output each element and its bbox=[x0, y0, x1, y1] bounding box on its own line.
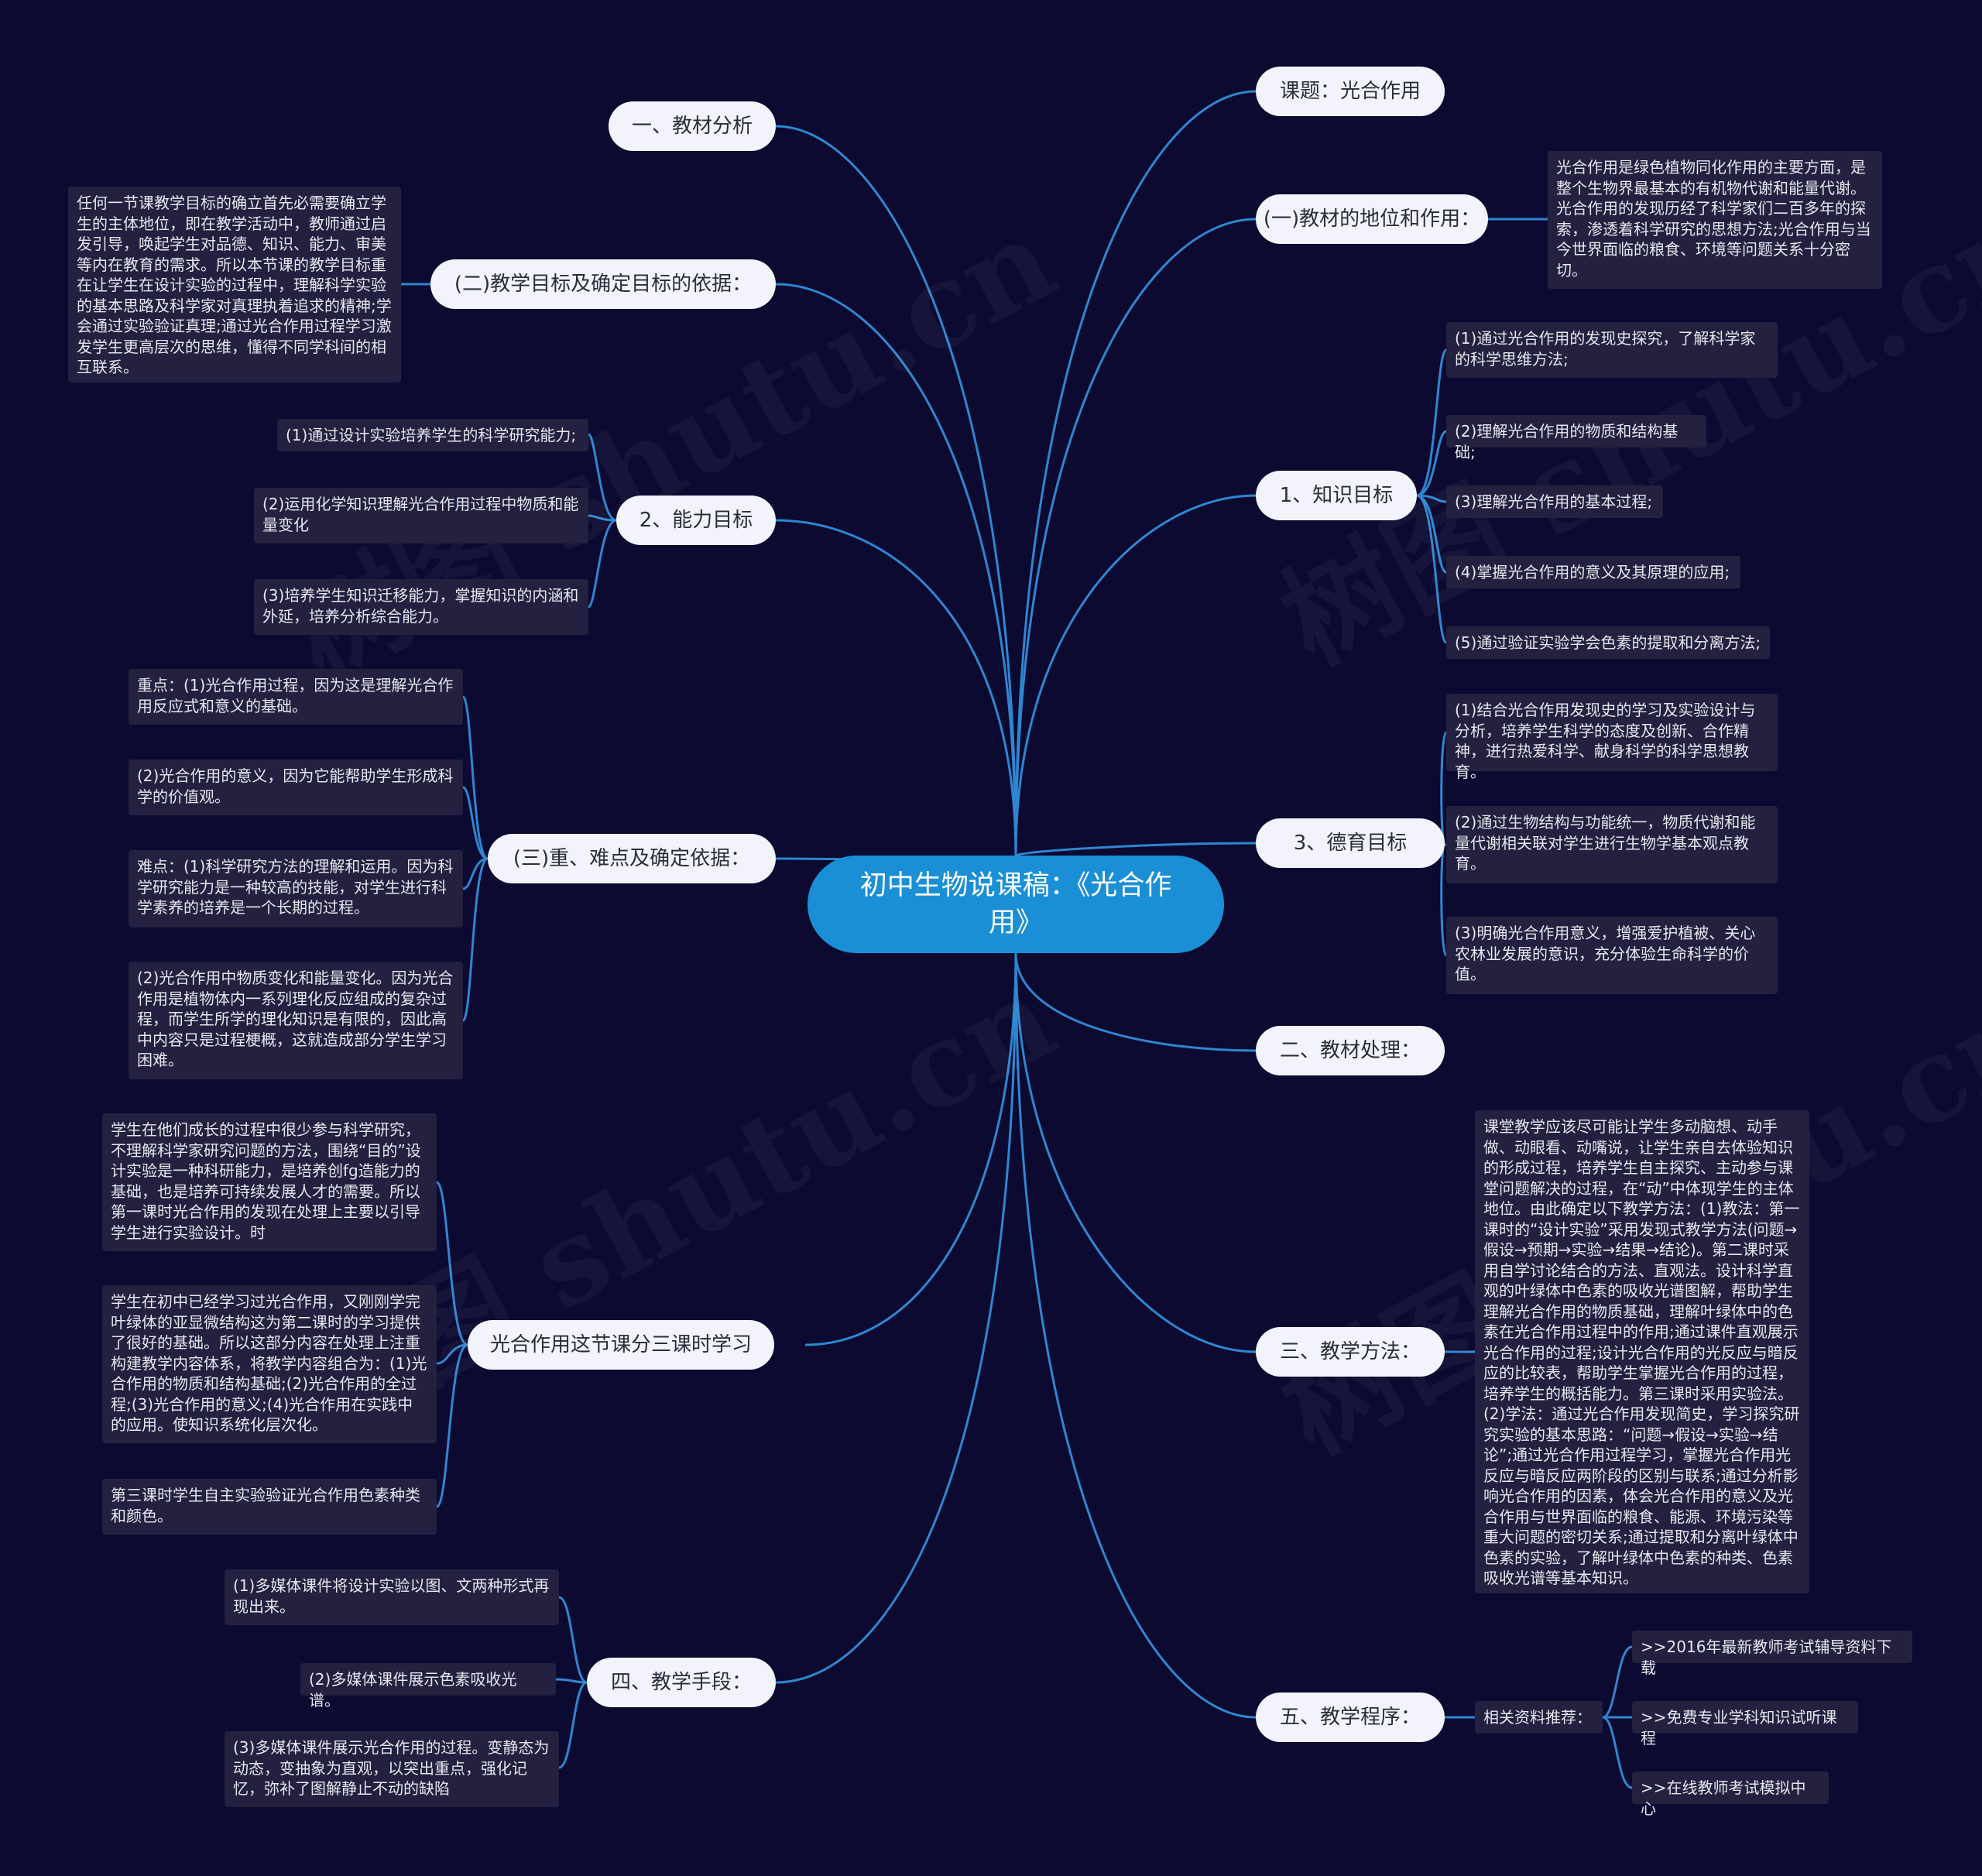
link-nengli-2 bbox=[588, 514, 617, 522]
link-ks-1 bbox=[435, 1181, 468, 1346]
root-topic[interactable]: 初中生物说课稿：《光合作用》 bbox=[808, 856, 1224, 953]
leaf-zhongnan-3: 难点：(1)科学研究方法的理解和运用。因为科学研究能力是一种较高的技能，对学生进… bbox=[129, 850, 463, 928]
link-shiting-kecheng[interactable]: >>免费专业学科知识试听课程 bbox=[1632, 1701, 1858, 1747]
leaf-deyu-1: (1)结合光合作用发现史的学习及实验设计与分析，培养学生科学的态度及创新、合作精… bbox=[1446, 694, 1778, 781]
link-keti bbox=[1014, 90, 1257, 856]
link-zs-2 bbox=[1416, 430, 1447, 497]
branch-diwei-zuoyong[interactable]: (一)教材的地位和作用： bbox=[1256, 194, 1488, 244]
link-zn-4 bbox=[461, 857, 489, 1022]
link-sd-1 bbox=[558, 1596, 588, 1684]
leaf-shouduan-3: (3)多媒体课件展示光合作用的过程。变静态为动态，变抽象为直观，以突出重点，强化… bbox=[225, 1731, 559, 1807]
leaf-shouduan-2: (2)多媒体课件展示色素吸收光谱。 bbox=[300, 1663, 556, 1710]
link-kaoshi-ziliao[interactable]: >>2016年最新教师考试辅导资料下载 bbox=[1632, 1631, 1912, 1677]
link-ks-3 bbox=[435, 1343, 468, 1508]
leaf-chengxu-label: 相关资料推荐： bbox=[1475, 1701, 1603, 1734]
link-zn-2 bbox=[462, 786, 489, 860]
link-cx-3 bbox=[1602, 1716, 1633, 1789]
link-zhishi bbox=[1014, 494, 1257, 856]
link-keshi bbox=[804, 952, 1017, 1346]
link-zs-4 bbox=[1416, 494, 1447, 574]
branch-keshi[interactable]: 光合作用这节课分三课时学习 bbox=[468, 1320, 774, 1370]
link-nengli bbox=[775, 519, 1017, 856]
link-deyu bbox=[1014, 842, 1257, 857]
leaf-zhongnan-2: (2)光合作用的意义，因为它能帮助学生形成科学的价值观。 bbox=[129, 760, 463, 815]
leaf-zhongnan-1: 重点：(1)光合作用过程，因为这是理解光合作用反应式和意义的基础。 bbox=[129, 669, 463, 725]
leaf-diwei-text: 光合作用是绿色植物同化作用的主要方面，是整个生物界最基本的有机物代谢和能量代谢。… bbox=[1548, 151, 1882, 289]
branch-zhongnandian[interactable]: (三)重、难点及确定依据： bbox=[488, 834, 776, 883]
branch-zhishi-mubiao[interactable]: 1、知识目标 bbox=[1256, 471, 1417, 520]
leaf-zhongnan-4: (2)光合作用中物质变化和能量变化。因为光合作用是植物体内一系列理化反应组成的复… bbox=[129, 962, 463, 1079]
branch-deyu-mubiao[interactable]: 3、德育目标 bbox=[1256, 818, 1445, 868]
leaf-zhishi-5: (5)通过验证实验学会色素的提取和分离方法; bbox=[1446, 626, 1770, 659]
root-topic-label: 初中生物说课稿：《光合作用》 bbox=[859, 870, 1172, 938]
leaf-keshi-1: 学生在他们成长的过程中很少参与科学研究，不理解科学家研究问题的方法，围绕“目的”… bbox=[102, 1113, 437, 1251]
branch-jiaoxue-shouduan[interactable]: 四、教学手段： bbox=[587, 1658, 776, 1707]
branch-jiaocai-chuli[interactable]: 二、教材处理： bbox=[1256, 1026, 1445, 1075]
leaf-zhishi-3: (3)理解光合作用的基本过程; bbox=[1446, 485, 1663, 518]
link-mubiao-yiju bbox=[775, 283, 1017, 856]
branch-keti[interactable]: 课题：光合作用 bbox=[1256, 67, 1445, 116]
link-zn-1 bbox=[461, 695, 489, 860]
link-chengxu bbox=[1014, 952, 1257, 1719]
leaf-zhishi-1: (1)通过光合作用的发现史探究，了解科学家的科学思维方法; bbox=[1446, 322, 1778, 378]
leaf-deyu-2: (2)通过生物结构与功能统一，物质代谢和能量代谢相关联对学生进行生物学基本观点教… bbox=[1446, 806, 1778, 883]
link-zn-3 bbox=[462, 857, 489, 890]
branch-nengli-mubiao[interactable]: 2、能力目标 bbox=[616, 496, 776, 545]
link-shouduan bbox=[775, 952, 1017, 1684]
link-nengli-1 bbox=[587, 433, 617, 522]
link-nengli-3 bbox=[587, 519, 617, 609]
leaf-deyu-3: (3)明确光合作用意义，增强爱护植被、关心农林业发展的意识，充分体验生命科学的价… bbox=[1446, 917, 1778, 994]
link-zs-1 bbox=[1416, 348, 1448, 497]
leaf-nengli-2: (2)运用化学知识理解光合作用过程中物质和能量变化 bbox=[254, 488, 588, 544]
branch-mubiao-yiju[interactable]: (二)教学目标及确定目标的依据： bbox=[430, 259, 776, 309]
link-sd-2 bbox=[555, 1678, 588, 1684]
link-moni-zhongxin[interactable]: >>在线教师考试模拟中心 bbox=[1632, 1771, 1829, 1818]
leaf-zhishi-2: (2)理解光合作用的物质和结构基础; bbox=[1446, 415, 1706, 461]
link-sd-3 bbox=[558, 1681, 588, 1769]
leaf-nengli-3: (3)培养学生知识迁移能力，掌握知识的内涵和外延，培养分析综合能力。 bbox=[254, 579, 588, 635]
link-diwei bbox=[1014, 218, 1257, 856]
leaf-shouduan-1: (1)多媒体课件将设计实验以图、文两种形式再现出来。 bbox=[225, 1569, 559, 1625]
link-fangfa bbox=[1014, 952, 1257, 1353]
leaf-fangfa-text: 课堂教学应该尽可能让学生多动脑想、动手做、动眼看、动嘴说，让学生亲自去体验知识的… bbox=[1475, 1110, 1809, 1593]
link-zs-5 bbox=[1416, 494, 1448, 644]
link-cx-1 bbox=[1602, 1645, 1633, 1719]
branch-jiaoxue-fangfa[interactable]: 三、教学方法： bbox=[1256, 1327, 1445, 1377]
branch-jiaocai-fenxi[interactable]: 一、教材分析 bbox=[609, 101, 776, 151]
branch-jiaoxue-chengxu[interactable]: 五、教学程序： bbox=[1256, 1693, 1445, 1742]
leaf-keshi-3: 第三课时学生自主实验验证光合作用色素种类和颜色。 bbox=[102, 1479, 437, 1535]
leaf-zhishi-4: (4)掌握光合作用的意义及其原理的应用; bbox=[1446, 556, 1740, 588]
link-jiaocai-fenxi bbox=[775, 125, 1017, 856]
link-chuli bbox=[1014, 952, 1257, 1052]
leaf-keshi-2: 学生在初中已经学习过光合作用，又刚刚学完叶绿体的亚显微结构这为第二课时的学习提供… bbox=[102, 1285, 437, 1443]
link-ks-2 bbox=[436, 1343, 468, 1365]
leaf-mubiao-text: 任何一节课教学目标的确立首先必需要确立学生的主体地位，即在教学活动中，教师通过启… bbox=[68, 187, 401, 382]
leaf-nengli-1: (1)通过设计实验培养学生的科学研究能力; bbox=[277, 419, 588, 451]
